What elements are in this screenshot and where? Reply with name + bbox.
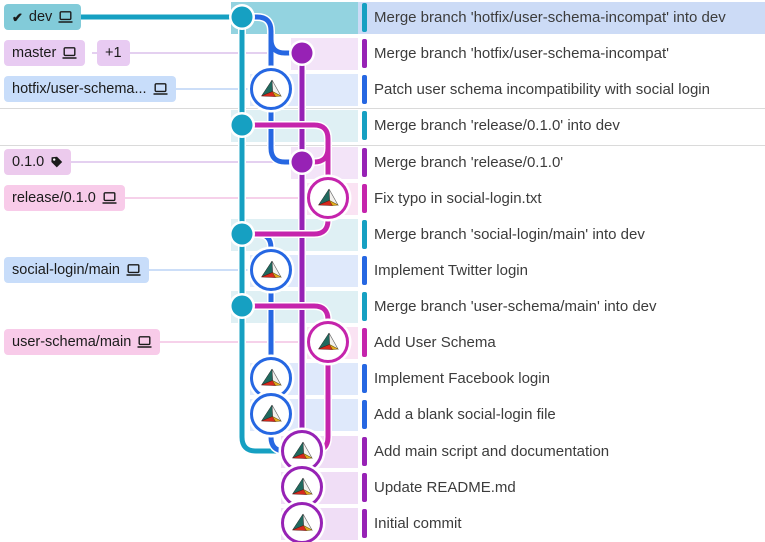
merge-dots — [229, 4, 315, 319]
commit-avatar[interactable] — [278, 499, 326, 542]
branch-label-tag-0-1-0[interactable]: 0.1.0 — [4, 149, 72, 175]
branch-label-user-schema-main[interactable]: user-schema/main — [4, 329, 161, 355]
branch-color-bar — [362, 437, 367, 466]
branch-label-release-0-1-0[interactable]: release/0.1.0 — [4, 185, 125, 211]
commit-message[interactable]: Merge branch 'hotfix/user-schema-incompa… — [374, 9, 726, 26]
commit-message[interactable]: Fix typo in social-login.txt — [374, 190, 542, 207]
checked-out-icon: ✔ — [12, 9, 23, 25]
branch-label-text: release/0.1.0 — [12, 190, 96, 206]
merge-dot[interactable] — [231, 6, 253, 28]
laptop-icon — [102, 192, 117, 204]
branch-label-social-login-main[interactable]: social-login/main — [4, 257, 149, 283]
commit-message[interactable]: Initial commit — [374, 515, 462, 532]
branch-color-bar — [362, 509, 367, 538]
branch-label-text: 0.1.0 — [12, 154, 45, 170]
branch-color-bar — [362, 220, 367, 249]
commit-message[interactable]: Add a blank social-login file — [374, 406, 556, 423]
commit-avatar[interactable] — [247, 65, 295, 113]
branch-label-dev[interactable]: ✔ dev — [4, 4, 82, 30]
branch-color-bar — [362, 400, 367, 429]
commit-message[interactable]: Add User Schema — [374, 334, 496, 351]
tag-icon — [51, 156, 63, 167]
branch-color-bar — [362, 184, 367, 213]
branch-color-bar — [362, 3, 367, 32]
branch-color-bar — [362, 256, 367, 285]
laptop-icon — [153, 83, 168, 95]
commit-message[interactable]: Merge branch 'hotfix/user-schema-incompa… — [374, 45, 670, 62]
commit-message[interactable]: Implement Facebook login — [374, 370, 550, 387]
commit-message[interactable]: Merge branch 'social-login/main' into de… — [374, 226, 645, 243]
laptop-icon — [62, 47, 77, 59]
commit-message[interactable]: Update README.md — [374, 479, 516, 496]
commit-avatar[interactable] — [247, 390, 295, 438]
commit-avatar[interactable] — [304, 318, 352, 366]
branch-color-bar — [362, 111, 367, 140]
laptop-icon — [126, 264, 141, 276]
laptop-icon — [137, 336, 152, 348]
branch-color-bar — [362, 148, 367, 177]
branch-color-bar — [362, 364, 367, 393]
branch-color-bar — [362, 328, 367, 357]
laptop-icon — [58, 11, 73, 23]
lane-dev — [239, 17, 302, 454]
branch-label-text: dev — [28, 9, 53, 25]
commit-message[interactable]: Merge branch 'user-schema/main' into dev — [374, 298, 657, 315]
ahead-count-badge[interactable]: +1 — [97, 40, 130, 66]
merge-dot[interactable] — [231, 114, 253, 136]
commit-avatar[interactable] — [247, 354, 295, 402]
branch-label-text: user-schema/main — [12, 334, 132, 350]
merge-dot[interactable] — [291, 151, 313, 173]
commit-avatar[interactable] — [304, 174, 352, 222]
avatar-nodes — [247, 65, 352, 542]
commit-message[interactable]: Patch user schema incompatibility with s… — [374, 81, 710, 98]
merge-dot[interactable] — [231, 295, 253, 317]
commit-message[interactable]: Add main script and documentation — [374, 443, 610, 460]
branch-color-bar — [362, 75, 367, 104]
merge-dot[interactable] — [231, 223, 253, 245]
commit-message[interactable]: Implement Twitter login — [374, 262, 528, 279]
branch-label-master[interactable]: master — [4, 40, 86, 66]
branch-color-bar — [362, 473, 367, 502]
branch-color-bar — [362, 292, 367, 321]
branch-label-text: social-login/main — [12, 262, 120, 278]
commit-message[interactable]: Merge branch 'release/0.1.0' — [374, 154, 564, 171]
commit-avatar[interactable] — [278, 427, 326, 475]
branch-label-text: master — [12, 45, 57, 61]
row-hover-border — [0, 108, 765, 109]
commit-message[interactable]: Merge branch 'release/0.1.0' into dev — [374, 117, 620, 134]
row-hover-border — [0, 145, 765, 146]
selected-row-highlight — [358, 2, 765, 34]
branch-label-hotfix-user-schema[interactable]: hotfix/user-schema... — [4, 76, 176, 102]
merge-dot[interactable] — [291, 42, 313, 64]
commit-avatar[interactable] — [278, 463, 326, 511]
commit-avatar[interactable] — [247, 246, 295, 294]
label-connectors — [50, 14, 328, 343]
branch-label-text: hotfix/user-schema... — [12, 81, 147, 97]
branch-color-bar — [362, 39, 367, 68]
